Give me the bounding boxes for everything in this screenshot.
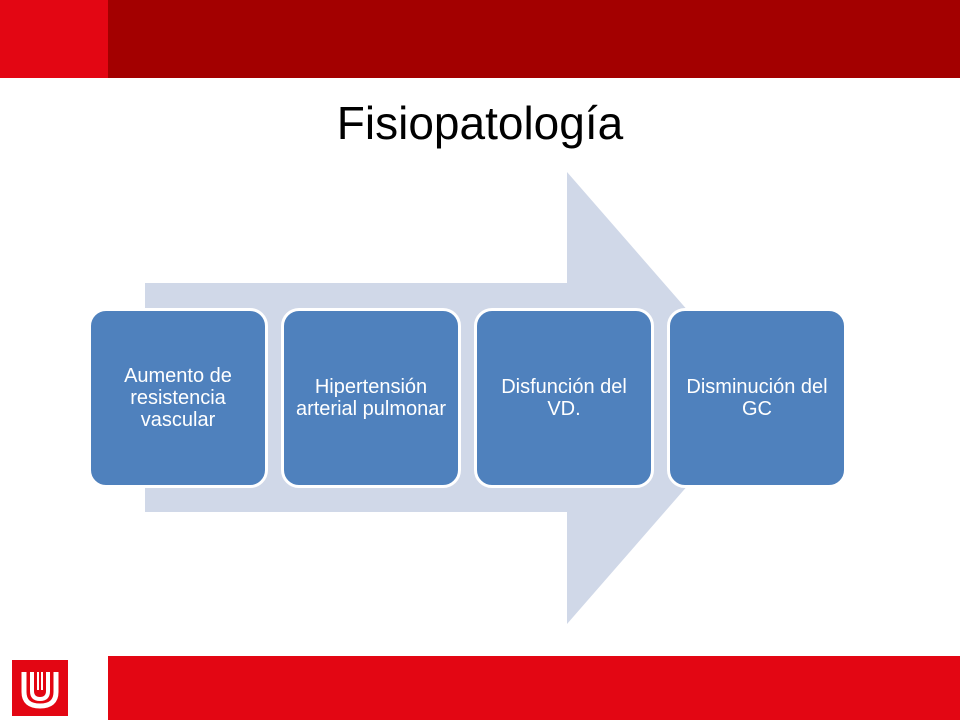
step-box-2: Hipertensión arterial pulmonar — [281, 308, 461, 488]
step-box-4: Disminución del GC — [667, 308, 847, 488]
header-accent-bar — [0, 0, 108, 78]
footer-bar — [108, 656, 960, 720]
step-box-1: Aumento de resistencia vascular — [88, 308, 268, 488]
step-box-3: Disfunción del VD. — [474, 308, 654, 488]
header-bar — [108, 0, 960, 78]
step-label: Disfunción del VD. — [501, 376, 627, 420]
step-label: Aumento de resistencia vascular — [124, 365, 232, 431]
step-label: Disminución del GC — [686, 376, 828, 420]
step-label: Hipertensión arterial pulmonar — [295, 376, 447, 420]
slide-title: Fisiopatología — [336, 97, 624, 149]
university-u-logo-icon — [12, 660, 68, 716]
